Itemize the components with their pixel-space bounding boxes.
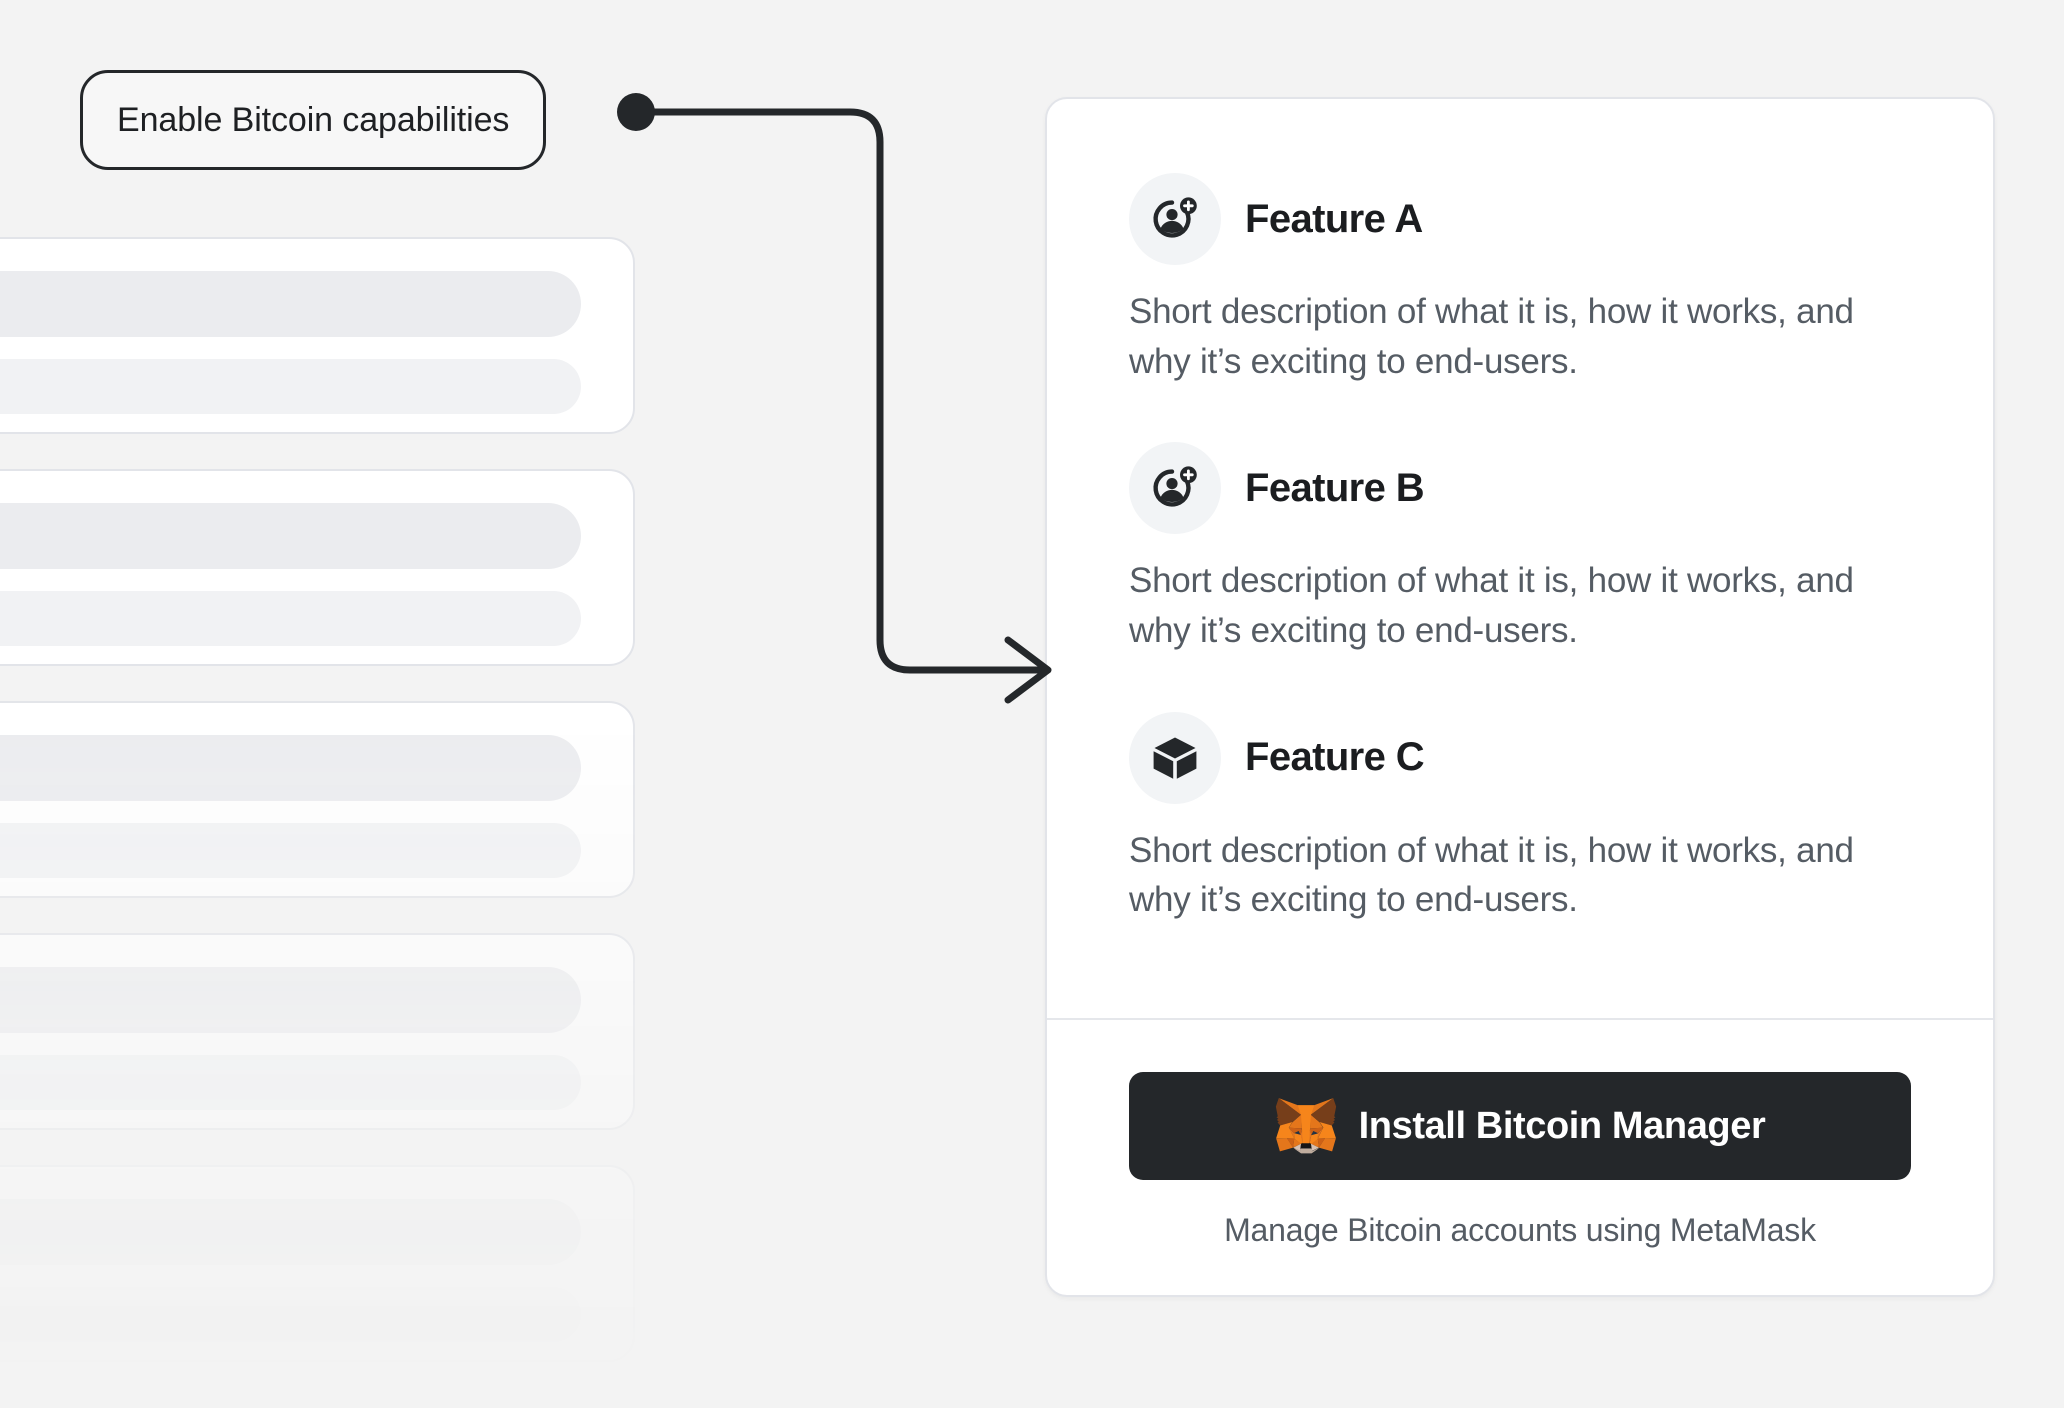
feature-item-a: Feature A Short description of what it i… bbox=[1129, 173, 1911, 386]
feature-item-b: Feature B Short description of what it i… bbox=[1129, 442, 1911, 655]
add-account-icon bbox=[1129, 173, 1221, 265]
skeleton-card bbox=[0, 701, 635, 898]
callout-badge[interactable]: Enable Bitcoin capabilities bbox=[80, 70, 547, 170]
card-divider bbox=[1047, 1018, 1993, 1020]
connector-dot-icon bbox=[617, 93, 655, 131]
skeleton-bar-secondary bbox=[0, 823, 581, 878]
skeleton-bar-secondary bbox=[0, 1287, 581, 1342]
feature-title: Feature A bbox=[1245, 196, 1423, 241]
skeleton-bar-secondary bbox=[0, 359, 581, 414]
install-button-label: Install Bitcoin Manager bbox=[1358, 1104, 1766, 1147]
skeleton-bar-secondary bbox=[0, 591, 581, 646]
feature-list: Feature A Short description of what it i… bbox=[1047, 99, 1993, 980]
skeleton-bar-primary bbox=[0, 967, 581, 1033]
skeleton-card bbox=[0, 933, 635, 1130]
skeleton-card bbox=[0, 237, 635, 434]
metamask-fox-icon bbox=[1275, 1098, 1336, 1154]
feature-item-c: Feature C Short description of what it i… bbox=[1129, 711, 1911, 925]
skeleton-card bbox=[0, 469, 635, 666]
feature-title: Feature C bbox=[1245, 735, 1425, 780]
skeleton-bar-primary bbox=[0, 271, 581, 337]
skeleton-bar-primary bbox=[0, 1199, 581, 1265]
feature-description: Short description of what it is, how it … bbox=[1129, 561, 1854, 651]
skeleton-bar-primary bbox=[0, 735, 581, 801]
install-bitcoin-manager-button[interactable]: Install Bitcoin Manager bbox=[1129, 1072, 1911, 1180]
feature-description: Short description of what it is, how it … bbox=[1129, 292, 1854, 381]
feature-item-header: Feature A bbox=[1129, 173, 1911, 265]
connector-path bbox=[632, 108, 1049, 674]
skeleton-bar-primary bbox=[0, 503, 581, 569]
feature-title: Feature B bbox=[1245, 465, 1425, 510]
feature-item-header: Feature B bbox=[1129, 442, 1911, 535]
skeleton-bar-secondary bbox=[0, 1055, 581, 1110]
card-footer: Install Bitcoin Manager Manage Bitcoin a… bbox=[1047, 1020, 1993, 1295]
callout-badge-label: Enable Bitcoin capabilities bbox=[117, 100, 510, 139]
arrow-right-icon bbox=[1004, 636, 1052, 704]
feature-item-header: Feature C bbox=[1129, 711, 1911, 804]
footer-caption: Manage Bitcoin accounts using MetaMask bbox=[1224, 1212, 1816, 1248]
skeleton-card bbox=[0, 1397, 635, 1408]
feature-description: Short description of what it is, how it … bbox=[1129, 830, 1854, 920]
cube-icon bbox=[1129, 711, 1221, 804]
skeleton-card bbox=[0, 1165, 635, 1362]
feature-card: Feature A Short description of what it i… bbox=[1045, 97, 1995, 1297]
add-account-icon bbox=[1129, 442, 1221, 535]
skeleton-card-list bbox=[0, 237, 635, 1408]
